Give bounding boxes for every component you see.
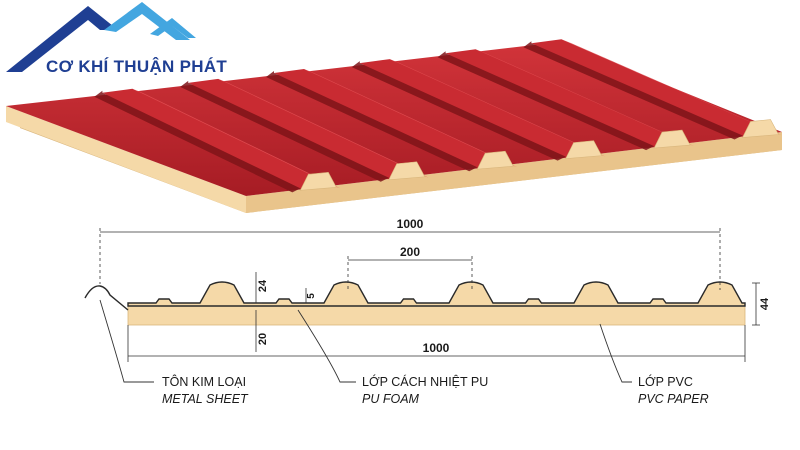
panel-foam-right [246, 132, 782, 213]
rib-highlight [218, 78, 429, 178]
dim-rib-pitch-label: 200 [400, 245, 420, 259]
rib-side [180, 80, 389, 182]
label-foam-vi: LỚP CÁCH NHIỆT PU [362, 374, 488, 389]
dim-total-height: 44 [752, 282, 771, 326]
dim-total-top: 1000 [99, 217, 721, 290]
dim-total-top-label: 1000 [397, 217, 424, 231]
panel-ribs [94, 39, 783, 193]
foam-tooth [299, 172, 337, 191]
section-left-hook [84, 285, 129, 311]
label-pvc-vi: LỚP PVC [638, 374, 693, 389]
rib-highlight [475, 49, 695, 147]
panel-rib [266, 69, 518, 172]
rib-top [531, 39, 773, 136]
panel-rib [94, 88, 341, 193]
brand-logo: CƠ KHÍ THUẬN PHÁT [6, 2, 227, 76]
cross-section: 1000 200 24 5 20 44 [84, 217, 771, 406]
label-pvc-en: PVC PAPER [638, 392, 709, 406]
rib-side [523, 41, 743, 140]
dim-rib-height: 24 [250, 272, 269, 304]
rib-top [274, 69, 508, 168]
rib-top [445, 49, 685, 147]
rib-side [94, 90, 301, 193]
rib-side [266, 71, 478, 172]
dim-foam-thickness-label: 20 [257, 333, 269, 345]
leader-pvc [599, 323, 632, 383]
panel-3d-view [6, 39, 783, 213]
foam-tooth [653, 129, 691, 149]
leader-foam [297, 309, 356, 383]
rib-top [102, 88, 331, 189]
panel-rib [351, 59, 606, 161]
dim-total-bottom: 1000 [127, 325, 746, 362]
dim-rib-height-label: 24 [257, 279, 269, 292]
panel-rib [437, 49, 695, 151]
dim-rib-pitch: 200 [347, 245, 473, 290]
label-metal-vi: TÔN KIM LOẠI [162, 374, 246, 389]
dim-total-bottom-label: 1000 [423, 341, 450, 355]
brand-name: CƠ KHÍ THUẬN PHÁT [46, 57, 227, 76]
panel-rib [523, 39, 783, 140]
leader-metal [99, 299, 154, 383]
foam-tooth [388, 161, 426, 181]
label-metal-en: METAL SHEET [162, 392, 249, 406]
foam-tooth [742, 119, 779, 138]
mountain-roof-icon [6, 2, 196, 72]
dim-foam-thickness: 20 [255, 310, 269, 352]
rib-top [188, 78, 419, 178]
foam-tooth [476, 150, 514, 170]
rib-side [437, 51, 655, 151]
panel-end-profile [299, 119, 779, 191]
panel-rib [180, 78, 429, 182]
section-metal-profile [127, 281, 746, 307]
rib-highlight [132, 88, 341, 189]
dim-total-height-label: 44 [759, 297, 771, 310]
rib-side [351, 61, 566, 161]
foam-tooth [565, 140, 603, 159]
label-foam-en: PU FOAM [362, 392, 420, 406]
rib-highlight [561, 39, 783, 136]
panel-foam-front [6, 106, 246, 213]
dim-small-rib-label: 5 [306, 293, 317, 299]
rib-top [359, 59, 596, 157]
dim-small-rib: 5 [305, 288, 317, 303]
rib-highlight [304, 69, 518, 168]
rib-highlight [389, 59, 606, 157]
